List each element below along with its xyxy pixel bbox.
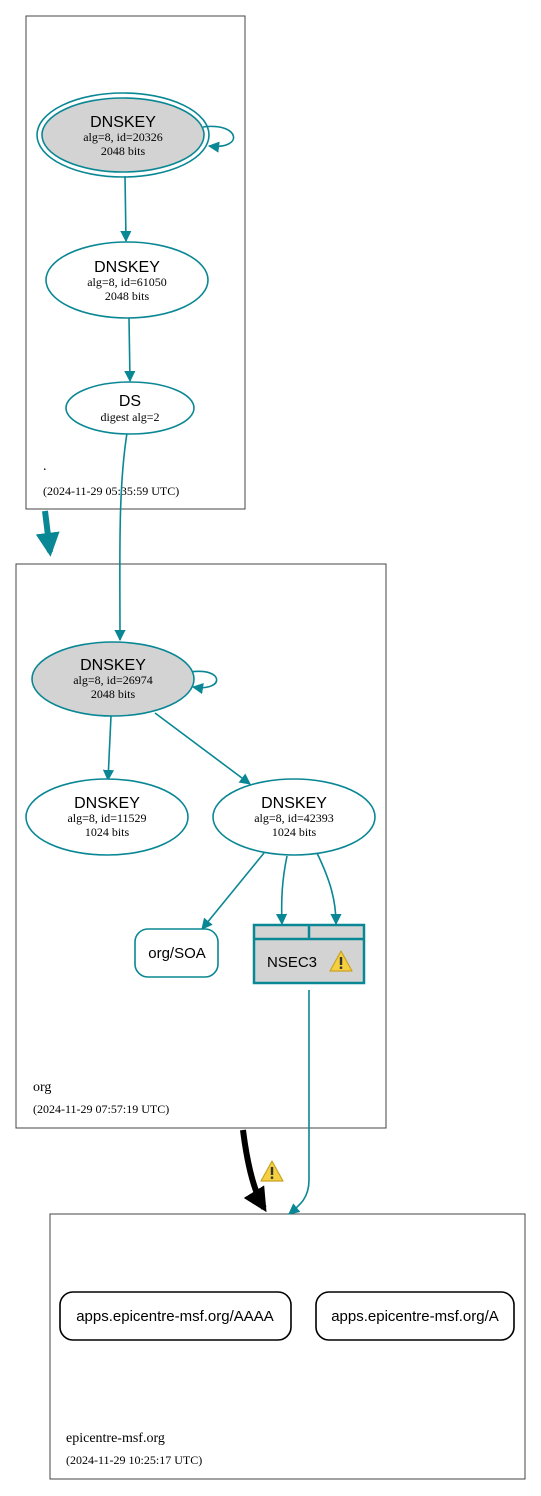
edge-root-ksk-self	[202, 125, 235, 153]
node-nsec3[interactable]: NSEC3	[252, 923, 366, 985]
zone-epicentre-timestamp: (2024-11-29 10:25:17 UTC)	[66, 1453, 202, 1467]
node-root-ds-title: DS	[119, 393, 141, 410]
zone-epicentre: epicentre-msf.org (2024-11-29 10:25:17 U…	[49, 1213, 526, 1480]
edge-root-zsk-ds	[124, 317, 136, 383]
warning-icon	[260, 1160, 284, 1182]
node-rr-a-label: apps.epicentre-msf.org/A	[331, 1308, 499, 1325]
nsec3-warning-icon	[329, 950, 353, 972]
edge-nsec3-epicentre	[288, 990, 310, 1215]
node-root-ds-digest: digest alg=2	[100, 410, 159, 424]
edge-zsk2-soa	[201, 852, 265, 930]
zone-root-label: .	[43, 459, 47, 474]
node-org-zsk2-alg: alg=8, id=42393	[254, 811, 334, 825]
node-org-zsk1-alg: alg=8, id=11529	[67, 811, 146, 825]
edge-zsk2-nsec3-a	[275, 855, 288, 926]
node-org-ksk-alg: alg=8, id=26974	[73, 673, 153, 687]
node-root-ksk-title: DNSKEY	[90, 114, 156, 131]
node-org-soa-label: org/SOA	[148, 945, 206, 962]
edge-zsk2-nsec3-b	[316, 852, 342, 926]
node-org-zsk2-title: DNSKEY	[261, 795, 327, 812]
delegation-root-org	[35, 510, 60, 557]
node-root-zsk-alg: alg=8, id=61050	[87, 275, 167, 289]
node-root-ds[interactable]: DS digest alg=2	[65, 381, 195, 435]
edge-org-ksk-self	[189, 670, 218, 695]
zone-epicentre-label: epicentre-msf.org	[66, 1431, 165, 1446]
node-org-ksk-bits: 2048 bits	[91, 687, 136, 701]
edge-org-ksk-zsk1	[102, 715, 115, 782]
node-root-zsk-bits: 2048 bits	[105, 289, 150, 303]
node-nsec3-label: NSEC3	[267, 954, 317, 971]
edges	[102, 125, 342, 1215]
node-rr-aaaa-label: apps.epicentre-msf.org/AAAA	[76, 1308, 274, 1325]
node-org-zsk1-title: DNSKEY	[74, 795, 140, 812]
zone-org: org (2024-11-29 07:57:19 UTC)	[15, 563, 387, 1129]
node-rr-aaaa[interactable]: apps.epicentre-msf.org/AAAA	[59, 1291, 292, 1341]
node-root-ksk-alg: alg=8, id=20326	[83, 130, 163, 144]
node-org-zsk2[interactable]: DNSKEY alg=8, id=42393 1024 bits	[212, 778, 376, 856]
node-org-zsk2-bits: 1024 bits	[272, 825, 317, 839]
node-org-zsk1-bits: 1024 bits	[85, 825, 130, 839]
node-root-ksk-bits: 2048 bits	[101, 144, 146, 158]
node-org-ksk-title: DNSKEY	[80, 657, 146, 674]
zone-root: . (2024-11-29 05:35:59 UTC)	[25, 15, 246, 510]
node-root-zsk[interactable]: DNSKEY alg=8, id=61050 2048 bits	[45, 241, 209, 319]
edge-org-ksk-zsk2	[154, 712, 251, 785]
zone-org-timestamp: (2024-11-29 07:57:19 UTC)	[33, 1102, 169, 1116]
zone-root-timestamp: (2024-11-29 05:35:59 UTC)	[43, 484, 179, 498]
edge-ds-org-ksk	[114, 432, 128, 642]
node-org-ksk[interactable]: DNSKEY alg=8, id=26974 2048 bits	[31, 641, 195, 717]
node-rr-a[interactable]: apps.epicentre-msf.org/A	[315, 1291, 515, 1341]
delegation-org-epicentre	[240, 1129, 267, 1213]
node-org-zsk1[interactable]: DNSKEY alg=8, id=11529 1024 bits	[25, 778, 189, 856]
node-org-soa[interactable]: org/SOA	[134, 928, 219, 978]
zone-org-label: org	[33, 1080, 51, 1095]
edge-root-ksk-zsk	[120, 175, 132, 243]
node-root-zsk-title: DNSKEY	[94, 259, 160, 276]
node-root-ksk[interactable]: DNSKEY alg=8, id=20326 2048 bits	[36, 92, 210, 178]
